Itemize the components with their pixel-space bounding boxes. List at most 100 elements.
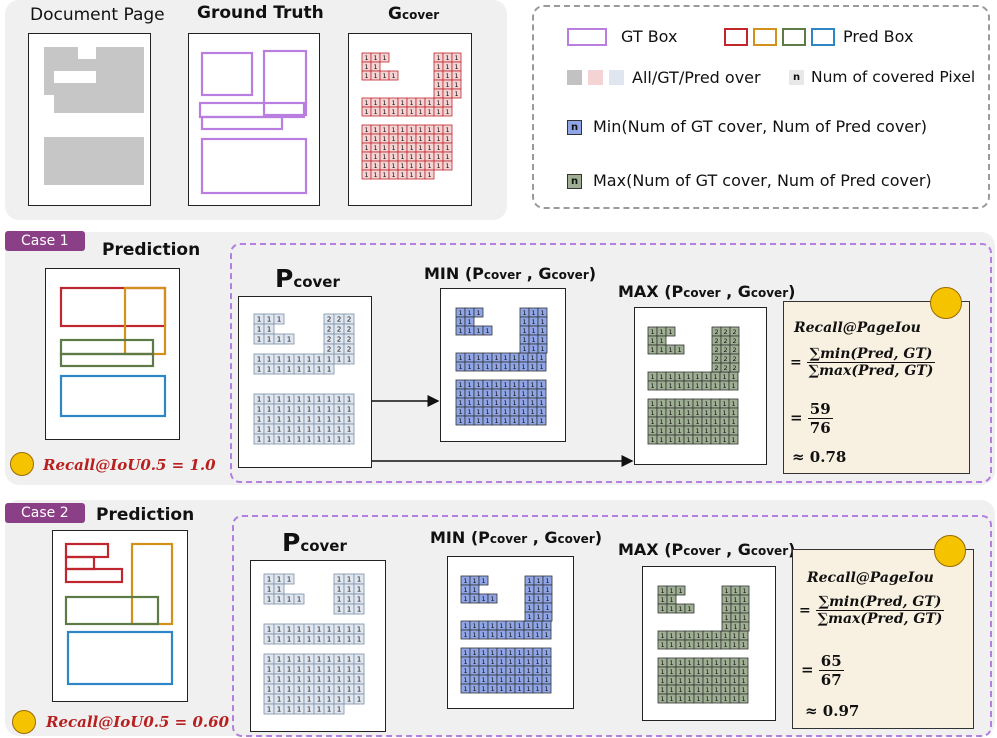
case1-min-cell-value: 1 bbox=[476, 390, 480, 398]
case1-min-cell-value: 1 bbox=[485, 363, 489, 371]
ground-truth-boxes bbox=[198, 49, 308, 195]
g-cover-cell-value: 1 bbox=[418, 144, 422, 152]
case1-max-label: MAX (Pcover , Gcover) bbox=[618, 282, 796, 301]
case1-pcover-cell-value: 1 bbox=[277, 425, 282, 434]
case1-max-cell-value: 2 bbox=[714, 346, 718, 354]
case2-min-cell-value: 1 bbox=[535, 649, 539, 657]
case2-min-cell-value: 1 bbox=[490, 685, 494, 693]
ground-truth-sheet bbox=[188, 33, 320, 206]
case1-pcover-cell-value: 1 bbox=[327, 365, 332, 374]
case1-max-cell-value: 1 bbox=[668, 373, 672, 381]
case2-min-cell-value: 1 bbox=[517, 667, 521, 675]
g-cover-cell-value: 1 bbox=[454, 81, 458, 89]
case2-pcover-cell-value: 1 bbox=[337, 605, 342, 614]
case1-thinking-emoji bbox=[10, 452, 34, 476]
case2-max-cell-value: 1 bbox=[723, 695, 727, 703]
case2-pcover-cell-value: 1 bbox=[287, 685, 292, 694]
g-cover-cell-value: 1 bbox=[436, 144, 440, 152]
case1-max-cell-value: 1 bbox=[659, 337, 663, 345]
case2-max-cell-value: 1 bbox=[687, 659, 691, 667]
case1-min-cell-value: 1 bbox=[503, 399, 507, 407]
case2-pcover-cell-value: 1 bbox=[337, 585, 342, 594]
case1-pcover-cell-value: 1 bbox=[317, 415, 322, 424]
case2-max-cell-value: 1 bbox=[687, 632, 691, 640]
case2-pcover-cell-value: 1 bbox=[277, 695, 282, 704]
case2-pcover-cell-value: 1 bbox=[267, 625, 272, 634]
case2-max-cell-value: 1 bbox=[696, 668, 700, 676]
case1-max-cell-value: 1 bbox=[650, 418, 654, 426]
case2-min-cell-value: 1 bbox=[472, 658, 476, 666]
case1-pcover-cell-value: 1 bbox=[337, 405, 342, 414]
case2-min-cell bbox=[478, 575, 489, 586]
case1-pcover-cell-value: 1 bbox=[307, 395, 312, 404]
case1-pcover-cell bbox=[273, 313, 285, 325]
case1-min-cell-value: 1 bbox=[503, 354, 507, 362]
case1-pcover-cell-value: 1 bbox=[277, 395, 282, 404]
case2-max-cell-value: 1 bbox=[741, 695, 745, 703]
case2-max-cell-value: 1 bbox=[733, 596, 737, 604]
case2-pcover-cell-value: 1 bbox=[337, 655, 342, 664]
case1-pcover-cell-value: 1 bbox=[307, 405, 312, 414]
case2-min-cell-value: 1 bbox=[463, 667, 467, 675]
case2-max-cell-value: 1 bbox=[669, 677, 673, 685]
g-cover-cell-value: 1 bbox=[364, 153, 368, 161]
case2-prediction-label: Prediction bbox=[96, 505, 195, 525]
case2-max-cell-value: 1 bbox=[732, 641, 736, 649]
legend-over-text: All/GT/Pred over bbox=[632, 68, 761, 87]
case1-max-cell-value: 1 bbox=[704, 382, 708, 390]
case2-min-cell-value: 1 bbox=[463, 577, 467, 585]
case2-pcover-cell-value: 1 bbox=[327, 665, 332, 674]
case2-pcover-cell-value: 1 bbox=[307, 655, 312, 664]
case1-pcover-cell-value: 1 bbox=[287, 435, 292, 444]
g-cover-cell-value: 1 bbox=[373, 135, 377, 143]
case2-pcover-cell-value: 1 bbox=[277, 575, 282, 584]
case2-max-cell-value: 1 bbox=[732, 695, 736, 703]
case1-max-cell-value: 1 bbox=[677, 373, 681, 381]
case1-min-cell-value: 1 bbox=[485, 408, 489, 416]
case2-min-cell-value: 1 bbox=[508, 685, 512, 693]
case2-max-cell-value: 1 bbox=[660, 641, 664, 649]
case1-max-cell-value: 1 bbox=[713, 373, 717, 381]
case2-pcover-cell-value: 1 bbox=[317, 665, 322, 674]
case1-min-cell-value: 1 bbox=[503, 417, 507, 425]
case1-min-cell-value: 1 bbox=[540, 345, 544, 353]
case2-min-cell-value: 1 bbox=[472, 676, 476, 684]
g-cover-cell-value: 1 bbox=[373, 126, 377, 134]
case1-max-cell-value: 1 bbox=[686, 418, 690, 426]
case1-pcover-cell-value: 1 bbox=[257, 405, 262, 414]
case2-min-cell-value: 1 bbox=[527, 577, 531, 585]
case2-min-cell-value: 1 bbox=[472, 667, 476, 675]
legend-pink-swatch bbox=[588, 70, 603, 85]
case2-max-cell-value: 1 bbox=[732, 686, 736, 694]
case1-min-cell-value: 1 bbox=[458, 408, 462, 416]
case1-min-cell-value: 1 bbox=[503, 408, 507, 416]
g-cover-cell-value: 1 bbox=[382, 54, 386, 62]
case1-pcover-cell-value: 1 bbox=[267, 435, 272, 444]
case1-max-cell-value: 1 bbox=[695, 436, 699, 444]
document-page-label: Document Page bbox=[30, 5, 165, 25]
case2-pcover-cell-value: 1 bbox=[287, 675, 292, 684]
g-cover-cell bbox=[424, 169, 435, 180]
case1-max-cell bbox=[729, 362, 740, 373]
legend-orange-swatch bbox=[753, 28, 777, 46]
case2-min-cell-value: 1 bbox=[481, 649, 485, 657]
case1-max-cell bbox=[674, 344, 685, 355]
case1-max-cell-value: 1 bbox=[650, 436, 654, 444]
case2-max-cell-value: 1 bbox=[669, 668, 673, 676]
g-cover-cell-value: 1 bbox=[436, 135, 440, 143]
case2-min-cell-value: 1 bbox=[463, 595, 467, 603]
case2-pcover-cell-value: 1 bbox=[317, 695, 322, 704]
case2-pcover-cell bbox=[353, 693, 365, 705]
case2-pcover-cell-value: 1 bbox=[277, 665, 282, 674]
case2-pcover-cell-value: 1 bbox=[347, 685, 352, 694]
case2-pcover-cell-value: 1 bbox=[277, 635, 282, 644]
case2-min-cell-value: 1 bbox=[472, 649, 476, 657]
g-cover-cell-value: 1 bbox=[436, 90, 440, 98]
legend-gt-box-text: GT Box bbox=[621, 27, 678, 46]
case1-max-cell-value: 1 bbox=[677, 436, 681, 444]
case1-min-cell-value: 1 bbox=[530, 408, 534, 416]
case2-min-cell-value: 1 bbox=[527, 586, 531, 594]
case2-min-cell-value: 1 bbox=[490, 658, 494, 666]
